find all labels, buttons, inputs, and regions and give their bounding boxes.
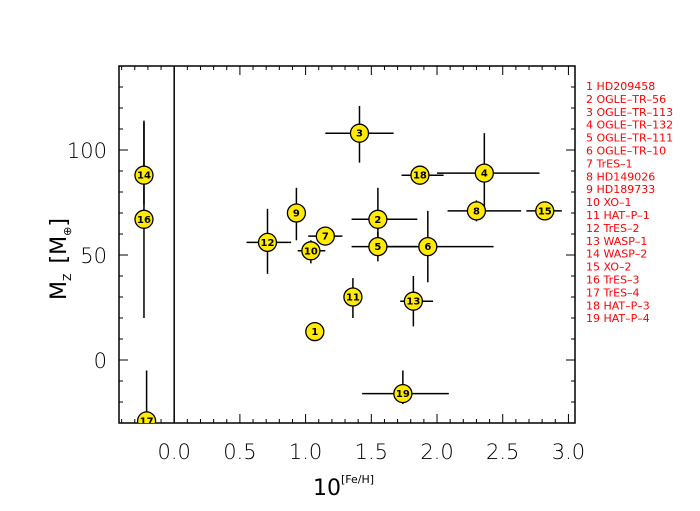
legend-entry: 10 XO–1 bbox=[586, 196, 631, 209]
legend-entry: 16 TrES–3 bbox=[586, 274, 640, 287]
point-label: 2 bbox=[374, 215, 381, 226]
point-marker bbox=[410, 165, 430, 185]
legend-entry: 19 HAT–P–4 bbox=[586, 312, 650, 325]
tick-labels: 0.0 0.5 1.0 1.5 2.0 2.5 3.0 0 50 100 bbox=[67, 139, 585, 464]
point-marker bbox=[368, 236, 388, 257]
point-marker bbox=[286, 203, 307, 223]
data-point: 3 bbox=[349, 123, 370, 143]
legend-entry: 12 TrES–2 bbox=[586, 222, 640, 235]
point-label: 16 bbox=[137, 215, 151, 226]
legend-entry: 15 XO–2 bbox=[586, 261, 631, 274]
y-tick-label: 100 bbox=[67, 139, 107, 163]
data-point: 5 bbox=[368, 236, 388, 257]
point-marker bbox=[535, 201, 555, 221]
point-marker bbox=[257, 232, 278, 253]
x-tick-label: 3.0 bbox=[552, 440, 585, 464]
point-label: 14 bbox=[137, 171, 151, 182]
x-tick-label: 1.5 bbox=[355, 440, 388, 464]
data-point: 15 bbox=[535, 201, 555, 221]
y-axis-title: MZ[M⊕] bbox=[47, 218, 74, 300]
point-marker bbox=[393, 383, 413, 404]
data-point: 8 bbox=[466, 201, 487, 221]
x-tick-label: 2.5 bbox=[486, 440, 519, 464]
data-point: 19 bbox=[393, 383, 413, 404]
point-label: 17 bbox=[140, 416, 154, 427]
point-marker bbox=[349, 123, 370, 143]
legend-entry: 4 OGLE–TR–132 bbox=[586, 119, 673, 132]
data-point: 13 bbox=[403, 291, 424, 311]
point-marker bbox=[474, 163, 494, 183]
legend-entry: 6 OGLE–TR–10 bbox=[586, 145, 666, 158]
point-marker bbox=[315, 226, 335, 246]
data-point: 18 bbox=[410, 165, 430, 185]
legend-entry: 11 HAT–P–1 bbox=[586, 209, 650, 222]
point-label: 4 bbox=[481, 169, 488, 180]
legend-entry: 9 HD189733 bbox=[586, 183, 655, 196]
x-tick-label: 2.0 bbox=[420, 440, 453, 464]
data-point: 7 bbox=[315, 226, 335, 246]
legend-entry: 7 TrES–1 bbox=[586, 157, 633, 170]
point-label: 15 bbox=[538, 206, 552, 217]
point-marker bbox=[134, 165, 154, 185]
point-marker bbox=[418, 236, 438, 257]
point-marker bbox=[134, 209, 154, 229]
data-point: 12 bbox=[257, 232, 278, 253]
error-bars bbox=[141, 105, 562, 423]
point-label: 1 bbox=[311, 327, 318, 338]
data-point: 10 bbox=[301, 241, 321, 261]
legend-entry: 18 HAT–P–3 bbox=[586, 299, 650, 312]
point-label: 9 bbox=[293, 209, 300, 220]
point-label: 3 bbox=[356, 129, 363, 140]
point-label: 5 bbox=[374, 242, 381, 253]
data-point: 1 bbox=[305, 321, 325, 342]
data-point: 2 bbox=[368, 209, 388, 229]
point-label: 6 bbox=[424, 242, 431, 253]
point-marker bbox=[305, 321, 325, 342]
legend-entry: 3 OGLE–TR–113 bbox=[586, 106, 673, 119]
data-point: 17 bbox=[136, 411, 157, 427]
point-label: 18 bbox=[413, 171, 427, 182]
point-marker bbox=[136, 411, 157, 423]
legend-entry: 1 HD209458 bbox=[586, 80, 655, 93]
legend-entry: 17 TrES–4 bbox=[586, 286, 640, 299]
point-label: 10 bbox=[304, 246, 318, 257]
point-label: 11 bbox=[346, 293, 360, 304]
data-point: 9 bbox=[286, 203, 307, 223]
legend-entry: 8 HD149026 bbox=[586, 170, 655, 183]
point-label: 8 bbox=[473, 206, 480, 217]
point-marker bbox=[343, 287, 363, 307]
point-marker bbox=[301, 241, 321, 261]
x-tick-label: 0.0 bbox=[157, 440, 190, 464]
data-point: 16 bbox=[134, 209, 154, 229]
point-label: 12 bbox=[261, 238, 275, 249]
legend-entry: 13 WASP–1 bbox=[586, 235, 647, 248]
plot-frame bbox=[118, 65, 576, 424]
data-point: 6 bbox=[418, 236, 438, 257]
x-tick-label: 1.0 bbox=[289, 440, 322, 464]
y-tick-label: 0 bbox=[94, 349, 107, 373]
point-marker bbox=[368, 209, 388, 229]
x-tick-label: 0.5 bbox=[223, 440, 256, 464]
point-marker bbox=[403, 291, 424, 311]
point-marker bbox=[466, 201, 487, 221]
y-tick-label: 50 bbox=[80, 244, 107, 268]
legend-entry: 2 OGLE–TR–56 bbox=[586, 93, 666, 106]
legend-entry: 5 OGLE–TR–111 bbox=[586, 132, 673, 145]
point-label: 7 bbox=[322, 232, 329, 243]
point-label: 13 bbox=[406, 297, 420, 308]
axis-ticks bbox=[119, 66, 575, 423]
point-label: 19 bbox=[396, 389, 410, 400]
legend-entry: 14 WASP–2 bbox=[586, 248, 647, 261]
x-axis-title: 10[Fe/H] bbox=[313, 473, 374, 501]
data-point: 4 bbox=[474, 163, 494, 183]
data-point: 11 bbox=[343, 287, 363, 307]
data-point: 14 bbox=[134, 165, 154, 185]
